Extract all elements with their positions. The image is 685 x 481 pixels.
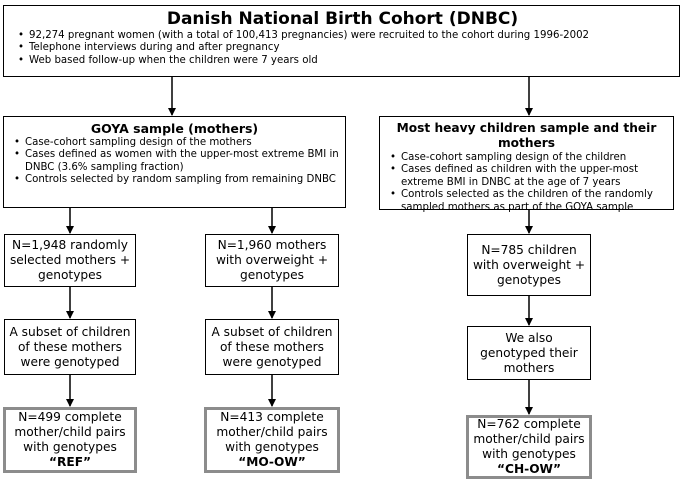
col1-step1-box: N=1,948 randomly selected mothers + geno… xyxy=(4,234,136,287)
col1-final-text: N=499 complete mother/child pairs with g… xyxy=(14,410,126,454)
col2-final-text: N=413 complete mother/child pairs with g… xyxy=(216,410,328,454)
dnbc-bullet: 92,274 pregnant women (with a total of 1… xyxy=(18,30,671,43)
col3-final-label: “CH-OW” xyxy=(496,462,562,476)
goya-title: GOYA sample (mothers) xyxy=(90,121,259,136)
heavy-children-bullets: Case-cohort sampling design of the child… xyxy=(386,152,667,214)
dnbc-title: Danish National Birth Cohort (DNBC) xyxy=(166,9,519,29)
col1-final-label: “REF” xyxy=(48,455,92,469)
heavy-children-bullet: Cases defined as children with the upper… xyxy=(390,164,667,189)
goya-bullet: Cases defined as women with the upper-mo… xyxy=(14,149,339,174)
col3-step1-text: N=785 children with overweight + genotyp… xyxy=(472,242,586,287)
dnbc-bullet: Web based follow-up when the children we… xyxy=(18,55,671,68)
heavy-children-box: Most heavy children sample and their mot… xyxy=(379,116,674,213)
col3-step2-box: We also genotyped their mothers xyxy=(467,326,591,380)
col2-step2-box: A subset of children of these mothers we… xyxy=(205,319,339,375)
col2-final-label: “MO-OW” xyxy=(238,455,306,469)
goya-box: GOYA sample (mothers) Case-cohort sampli… xyxy=(3,116,346,208)
col2-step2-text: A subset of children of these mothers we… xyxy=(211,324,333,369)
goya-bullet: Case-cohort sampling design of the mothe… xyxy=(14,137,339,150)
col2-final-box: N=413 complete mother/child pairs with g… xyxy=(204,407,340,473)
col3-step2-text: We also genotyped their mothers xyxy=(480,330,578,375)
col1-step1-text: N=1,948 randomly selected mothers + geno… xyxy=(9,238,131,282)
goya-bullets: Case-cohort sampling design of the mothe… xyxy=(10,137,339,187)
col3-step1-box: N=785 children with overweight + genotyp… xyxy=(467,234,591,296)
col1-step2-text: A subset of children of these mothers we… xyxy=(9,324,131,369)
col2-step1-text: N=1,960 mothers with overweight + genoty… xyxy=(215,238,329,282)
dnbc-bullet: Telephone interviews during and after pr… xyxy=(18,42,671,55)
dnbc-box: Danish National Birth Cohort (DNBC) 92,2… xyxy=(3,5,680,77)
heavy-children-bullet: Controls selected as the children of the… xyxy=(390,189,667,214)
goya-bullet: Controls selected by random sampling fro… xyxy=(14,174,339,187)
col1-step2-box: A subset of children of these mothers we… xyxy=(4,319,136,375)
col1-final-box: N=499 complete mother/child pairs with g… xyxy=(3,407,137,473)
heavy-children-bullet: Case-cohort sampling design of the child… xyxy=(390,152,667,165)
col3-final-box: N=762 complete mother/child pairs with g… xyxy=(466,415,592,479)
dnbc-bullets: 92,274 pregnant women (with a total of 1… xyxy=(14,30,671,68)
heavy-children-title: Most heavy children sample and their mot… xyxy=(396,121,657,150)
col2-step1-box: N=1,960 mothers with overweight + genoty… xyxy=(205,234,339,287)
col3-final-text: N=762 complete mother/child pairs with g… xyxy=(473,417,585,461)
